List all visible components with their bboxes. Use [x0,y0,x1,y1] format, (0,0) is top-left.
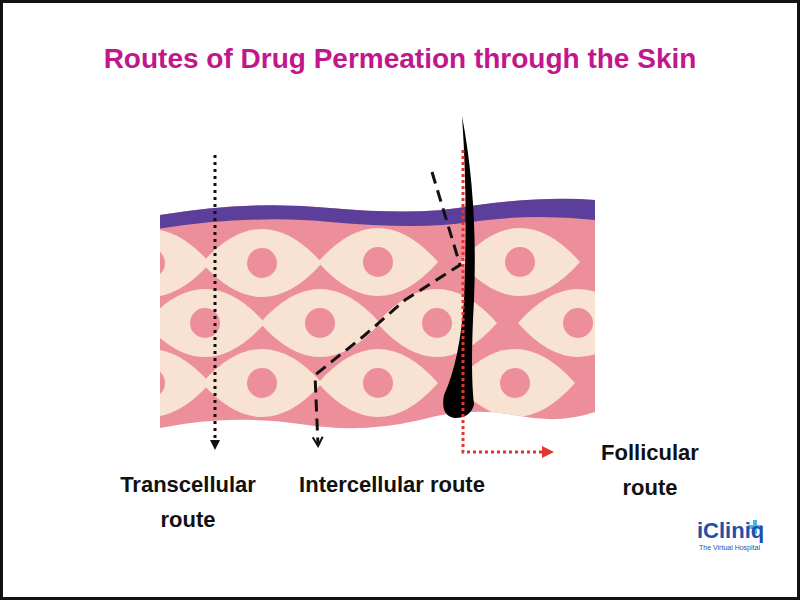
cell [90,349,210,417]
cell-nucleus [135,368,165,398]
diagram-title: Routes of Drug Permeation through the Sk… [104,42,697,76]
cell-nucleus [247,368,277,398]
intercellular-arrow [315,172,460,445]
cell [460,228,580,296]
cell-nucleus [363,247,393,277]
watermark: iCliniq [697,520,764,542]
cell [318,228,438,296]
route-label: Intercellular route [297,467,487,502]
cell [145,289,265,357]
cell [518,289,638,357]
cell [202,349,322,417]
cell-nucleus [363,368,393,398]
follicular-arrow [463,150,548,452]
cells [90,228,638,417]
route-label: Follicular route [575,435,725,505]
cell-nucleus [563,308,593,338]
hair-follicle [443,116,475,418]
cell-nucleus [422,308,452,338]
cell-nucleus [135,248,165,278]
route-label: Transcellular route [93,467,283,537]
watermark: The Virtual Hospital [699,544,760,551]
cell-nucleus [247,248,277,278]
cell [377,289,497,357]
cell [90,229,210,297]
skin-band [90,190,638,450]
cell [202,229,322,297]
cell-nucleus [305,308,335,338]
cell-nucleus [505,247,535,277]
cell-nucleus [500,368,530,398]
transcellular-arrow [214,155,217,445]
cell [260,289,380,357]
